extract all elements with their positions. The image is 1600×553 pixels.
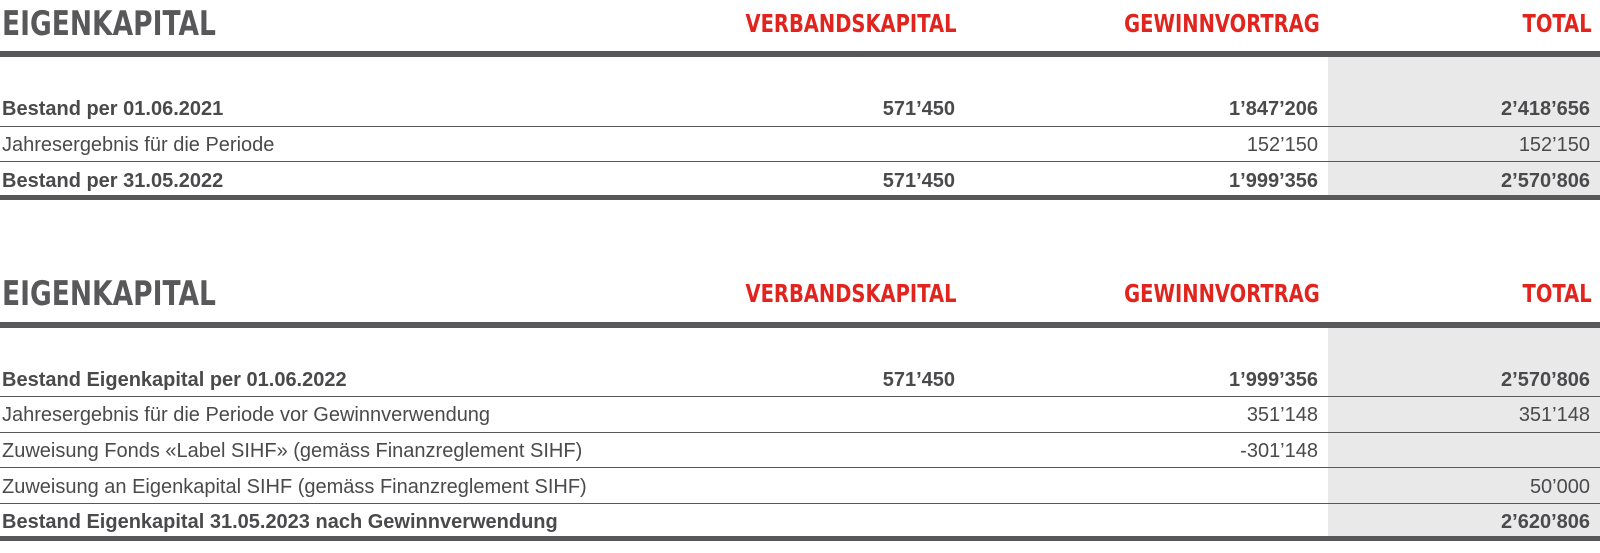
total-value: 2’418’656 (1501, 98, 1590, 120)
gewinnvortrag-value: 1’999’356 (1229, 369, 1318, 391)
gewinnvortrag-value: 351’148 (1246, 404, 1318, 426)
header-rule (0, 51, 1600, 57)
row-label: Jahresergebnis für die Periode (2, 134, 275, 156)
gewinnvortrag-value: 1’847’206 (1229, 98, 1318, 120)
table-row: Zuweisung Fonds «Label SIHF» (gemäss Fin… (0, 432, 1600, 468)
total-value: 2’620’806 (1501, 511, 1590, 533)
column-header-total: TOTAL (1522, 9, 1592, 38)
column-header-gewinnvortrag: GEWINNVORTRAG (1124, 279, 1320, 308)
row-divider (0, 467, 1600, 468)
equity-table-2023: EIGENKAPITAL VERBANDSKAPITAL GEWINNVORTR… (0, 270, 1600, 553)
column-header-gewinnvortrag: GEWINNVORTRAG (1124, 9, 1320, 38)
gewinnvortrag-value: -301’148 (1240, 440, 1318, 462)
row-label: Bestand per 01.06.2021 (2, 98, 224, 120)
verbandskapital-value: 571’450 (882, 369, 955, 391)
footer-rule (0, 195, 1600, 200)
verbandskapital-value: 571’450 (882, 170, 955, 192)
table-header: EIGENKAPITAL VERBANDSKAPITAL GEWINNVORTR… (0, 0, 1600, 50)
row-label: Zuweisung Fonds «Label SIHF» (gemäss Fin… (2, 440, 583, 462)
row-label: Jahresergebnis für die Periode vor Gewin… (2, 404, 491, 426)
table-row: Bestand Eigenkapital per 01.06.2022 571’… (0, 361, 1600, 397)
verbandskapital-value: 571’450 (882, 98, 955, 120)
total-value: 50’000 (1529, 476, 1590, 498)
table-header: EIGENKAPITAL VERBANDSKAPITAL GEWINNVORTR… (0, 270, 1600, 320)
table-row: Bestand per 31.05.2022 571’450 1’999’356… (0, 162, 1600, 198)
row-divider (0, 396, 1600, 397)
total-value: 351’148 (1518, 404, 1590, 426)
row-divider (0, 503, 1600, 504)
total-value: 2’570’806 (1501, 170, 1590, 192)
total-value: 152’150 (1518, 134, 1590, 156)
gewinnvortrag-value: 152’150 (1246, 134, 1318, 156)
equity-table-2022: EIGENKAPITAL VERBANDSKAPITAL GEWINNVORTR… (0, 0, 1600, 205)
footer-rule (0, 536, 1600, 541)
row-divider (0, 432, 1600, 433)
row-label: Zuweisung an Eigenkapital SIHF (gemäss F… (2, 476, 587, 498)
row-divider (0, 161, 1600, 162)
column-header-total: TOTAL (1522, 279, 1592, 308)
row-divider (0, 126, 1600, 127)
table-row: Bestand per 01.06.2021 571’450 1’847’206… (0, 90, 1600, 126)
table-row: Bestand Eigenkapital 31.05.2023 nach Gew… (0, 503, 1600, 539)
row-label: Bestand Eigenkapital per 01.06.2022 (2, 369, 347, 391)
total-column-shading (1328, 57, 1600, 198)
row-label: Bestand Eigenkapital 31.05.2023 nach Gew… (2, 511, 558, 533)
column-header-verbandskapital: VERBANDSKAPITAL (745, 9, 956, 38)
header-rule (0, 322, 1600, 328)
table-row: Jahresergebnis für die Periode 152’150 1… (0, 126, 1600, 162)
table-title: EIGENKAPITAL (2, 274, 216, 314)
table-row: Jahresergebnis für die Periode vor Gewin… (0, 396, 1600, 432)
row-label: Bestand per 31.05.2022 (2, 170, 224, 192)
gewinnvortrag-value: 1’999’356 (1229, 170, 1318, 192)
table-title: EIGENKAPITAL (2, 4, 216, 44)
table-row: Zuweisung an Eigenkapital SIHF (gemäss F… (0, 468, 1600, 504)
column-header-verbandskapital: VERBANDSKAPITAL (745, 279, 956, 308)
total-value: 2’570’806 (1501, 369, 1590, 391)
total-column-shading (1328, 327, 1600, 541)
